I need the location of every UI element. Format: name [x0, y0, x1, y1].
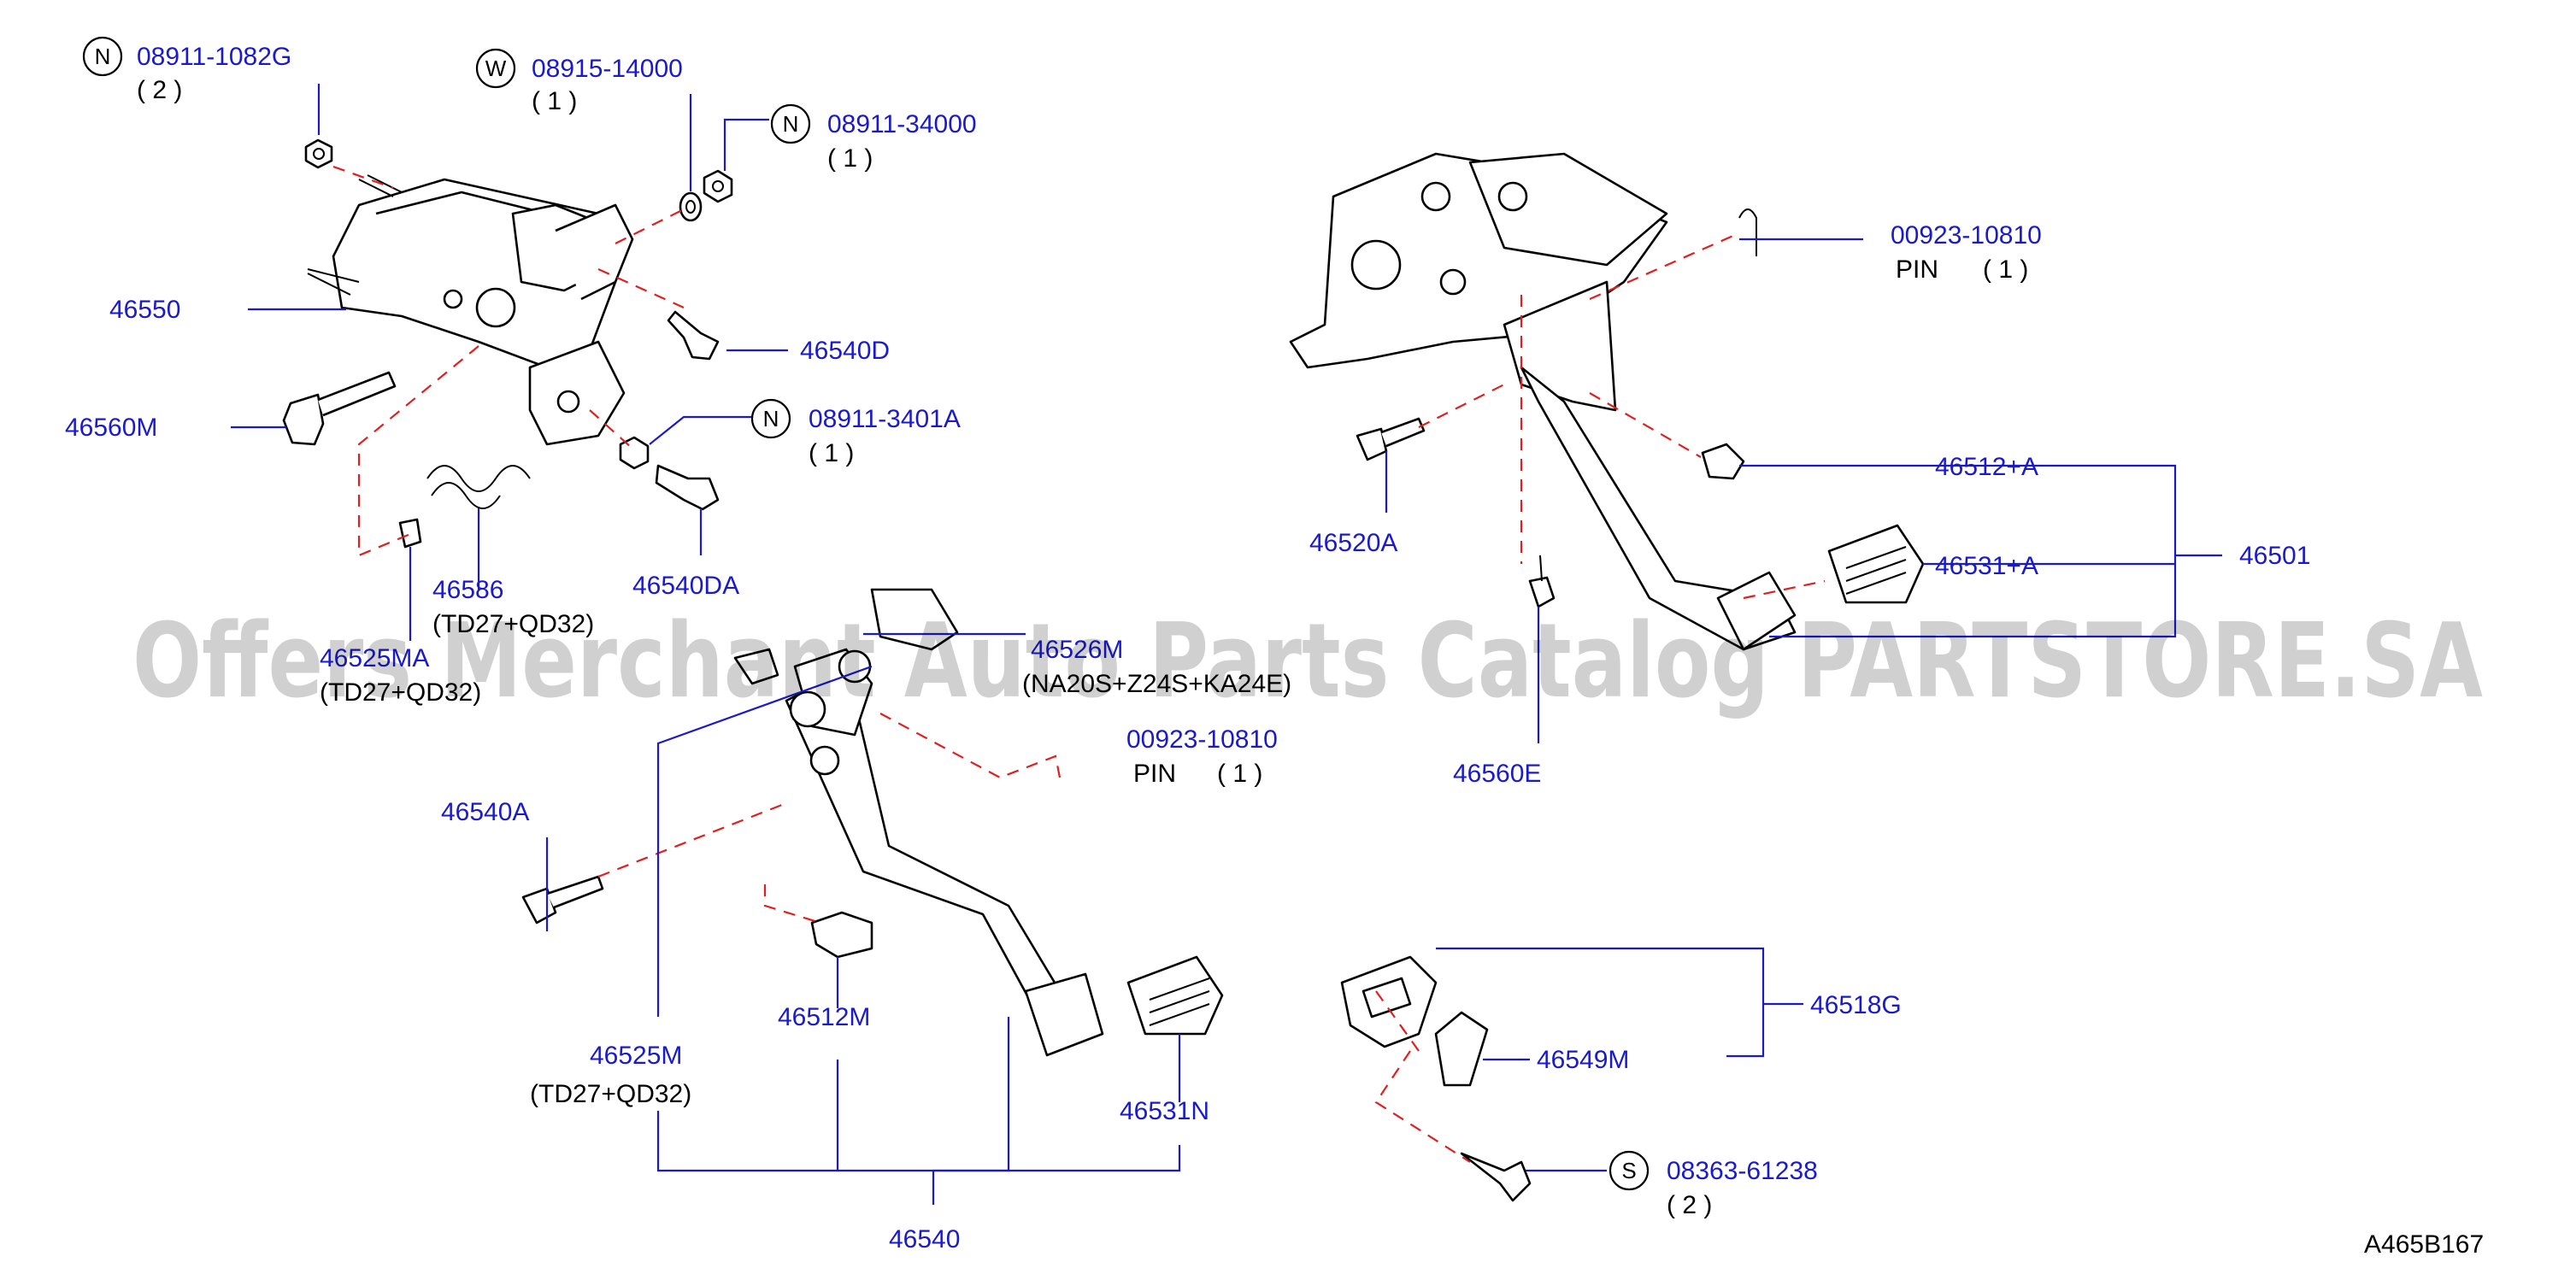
part-number[interactable]: 08911-1082G	[137, 43, 291, 71]
bushing-46525ma-drawing	[398, 518, 422, 549]
badge-circle	[750, 398, 791, 439]
watermark-text: Offers Merchant Auto Parts Catalog PARTS…	[132, 602, 2483, 721]
part-number-46520a[interactable]: 46520A	[1309, 529, 1397, 557]
part-number[interactable]: 08911-3401A	[809, 405, 961, 433]
bolt-46560e-drawing	[1528, 555, 1556, 608]
callout-08911-34000: N 08911-34000 ( 1 )	[770, 103, 977, 173]
part-number[interactable]: 46526M	[1031, 636, 1123, 664]
part-number-46560e[interactable]: 46560E	[1453, 760, 1541, 788]
pad-46531a-drawing	[1827, 524, 1925, 604]
part-number-46518g[interactable]: 46518G	[1810, 991, 1902, 1019]
part-number[interactable]: 08915-14000	[532, 55, 683, 83]
quantity: ( 1 )	[1983, 255, 2028, 284]
badge-letter: S	[1621, 1158, 1636, 1183]
part-number-46560m[interactable]: 46560M	[65, 414, 157, 442]
leader-lines	[231, 84, 2222, 1205]
callout-08911-3401a: N 08911-3401A ( 1 )	[750, 398, 961, 467]
part-number[interactable]: 46586	[432, 576, 503, 604]
part-number-46550[interactable]: 46550	[109, 296, 180, 324]
part-number[interactable]: 00923-10810	[1891, 221, 2042, 249]
diagram-reference-code: A465B167	[2364, 1230, 2484, 1259]
part-number-46512a[interactable]: 46512+A	[1935, 453, 2038, 481]
quantity: ( 1 )	[809, 439, 854, 467]
callout-46525m: 46525M (TD27+QD32)	[530, 1042, 691, 1108]
center-lines	[332, 165, 1826, 1163]
bolt-46540a-drawing	[521, 875, 604, 925]
brake-pedal-drawing	[1289, 152, 1797, 651]
part-description: PIN	[1896, 255, 1938, 284]
badge-letter: W	[485, 56, 507, 81]
switch-bracket-46518g-drawing	[1340, 955, 1438, 1048]
callout-46526m: 46526M (NA20S+Z24S+KA24E)	[1022, 636, 1291, 698]
callout-00923-10810-right: 00923-10810 PIN ( 1 )	[1891, 221, 2042, 284]
bolt-46520a-drawing	[1356, 417, 1426, 461]
screw-08363-61238-drawing	[1460, 1152, 1532, 1202]
badge-circle	[770, 103, 811, 144]
part-number-46540da[interactable]: 46540DA	[632, 572, 739, 600]
nut-08911-1082g-drawing	[304, 138, 333, 169]
badge-letter: N	[763, 406, 779, 431]
bolt-46560m-drawing	[282, 371, 397, 446]
callout-00923-10810-center: 00923-10810 PIN ( 1 )	[1126, 725, 1278, 788]
nut-08911-34000-drawing	[703, 169, 733, 203]
stopper-46512m-drawing	[810, 911, 873, 959]
badge-circle	[1609, 1150, 1650, 1191]
callout-46525ma: 46525MA (TD27+QD32)	[320, 644, 481, 707]
badge-letter: N	[95, 44, 111, 69]
part-number-46540d[interactable]: 46540D	[800, 337, 890, 365]
quantity: ( 1 )	[827, 144, 873, 173]
badge-letter: N	[783, 111, 799, 137]
part-number-46549m[interactable]: 46549M	[1537, 1046, 1629, 1074]
stopper-46512a-drawing	[1701, 443, 1745, 480]
part-number-46512m[interactable]: 46512M	[778, 1003, 870, 1031]
part-number-46540a[interactable]: 46540A	[441, 798, 529, 826]
part-number-46501[interactable]: 46501	[2239, 542, 2310, 570]
washer-08915-14000-drawing	[679, 191, 703, 222]
application-note: (TD27+QD32)	[530, 1080, 691, 1108]
part-description: PIN	[1133, 760, 1176, 788]
clutch-pedal-drawing	[733, 588, 1104, 1057]
pin-00923-10810-b-drawing	[1738, 208, 1757, 256]
quantity: ( 2 )	[137, 76, 182, 104]
part-number-46531a[interactable]: 46531+A	[1935, 552, 2038, 580]
pedal-bracket-drawing	[307, 174, 634, 446]
part-number[interactable]: 00923-10810	[1126, 725, 1278, 754]
callout-46586: 46586 (TD27+QD32)	[432, 576, 594, 638]
part-number[interactable]: 46525M	[590, 1042, 682, 1070]
callout-08363-61238: S 08363-61238 ( 2 )	[1609, 1150, 1818, 1219]
quantity: ( 1 )	[1217, 760, 1262, 788]
spring-46586-drawing	[426, 465, 531, 509]
callout-08915-14000: W 08915-14000 ( 1 )	[475, 48, 683, 115]
part-number[interactable]: 08363-61238	[1667, 1157, 1818, 1185]
part-number[interactable]: 08911-34000	[827, 110, 977, 138]
part-number-46531n[interactable]: 46531N	[1120, 1097, 1209, 1125]
badge-circle	[82, 36, 123, 77]
quantity: ( 1 )	[532, 87, 577, 115]
bolt-46540da-drawing	[655, 464, 720, 511]
part-number-46540[interactable]: 46540	[889, 1225, 960, 1253]
part-number[interactable]: 46525MA	[320, 644, 429, 672]
clip-46549m-drawing	[1434, 1011, 1489, 1087]
bolt-46540d-drawing	[667, 310, 720, 361]
application-note: (TD27+QD32)	[432, 610, 594, 638]
application-note: (NA20S+Z24S+KA24E)	[1022, 670, 1291, 698]
pad-46531n-drawing	[1126, 955, 1224, 1036]
application-note: (TD27+QD32)	[320, 678, 481, 707]
callout-08911-1082g: N 08911-1082G ( 2 )	[82, 36, 291, 104]
badge-circle	[475, 48, 516, 89]
quantity: ( 2 )	[1667, 1191, 1712, 1219]
